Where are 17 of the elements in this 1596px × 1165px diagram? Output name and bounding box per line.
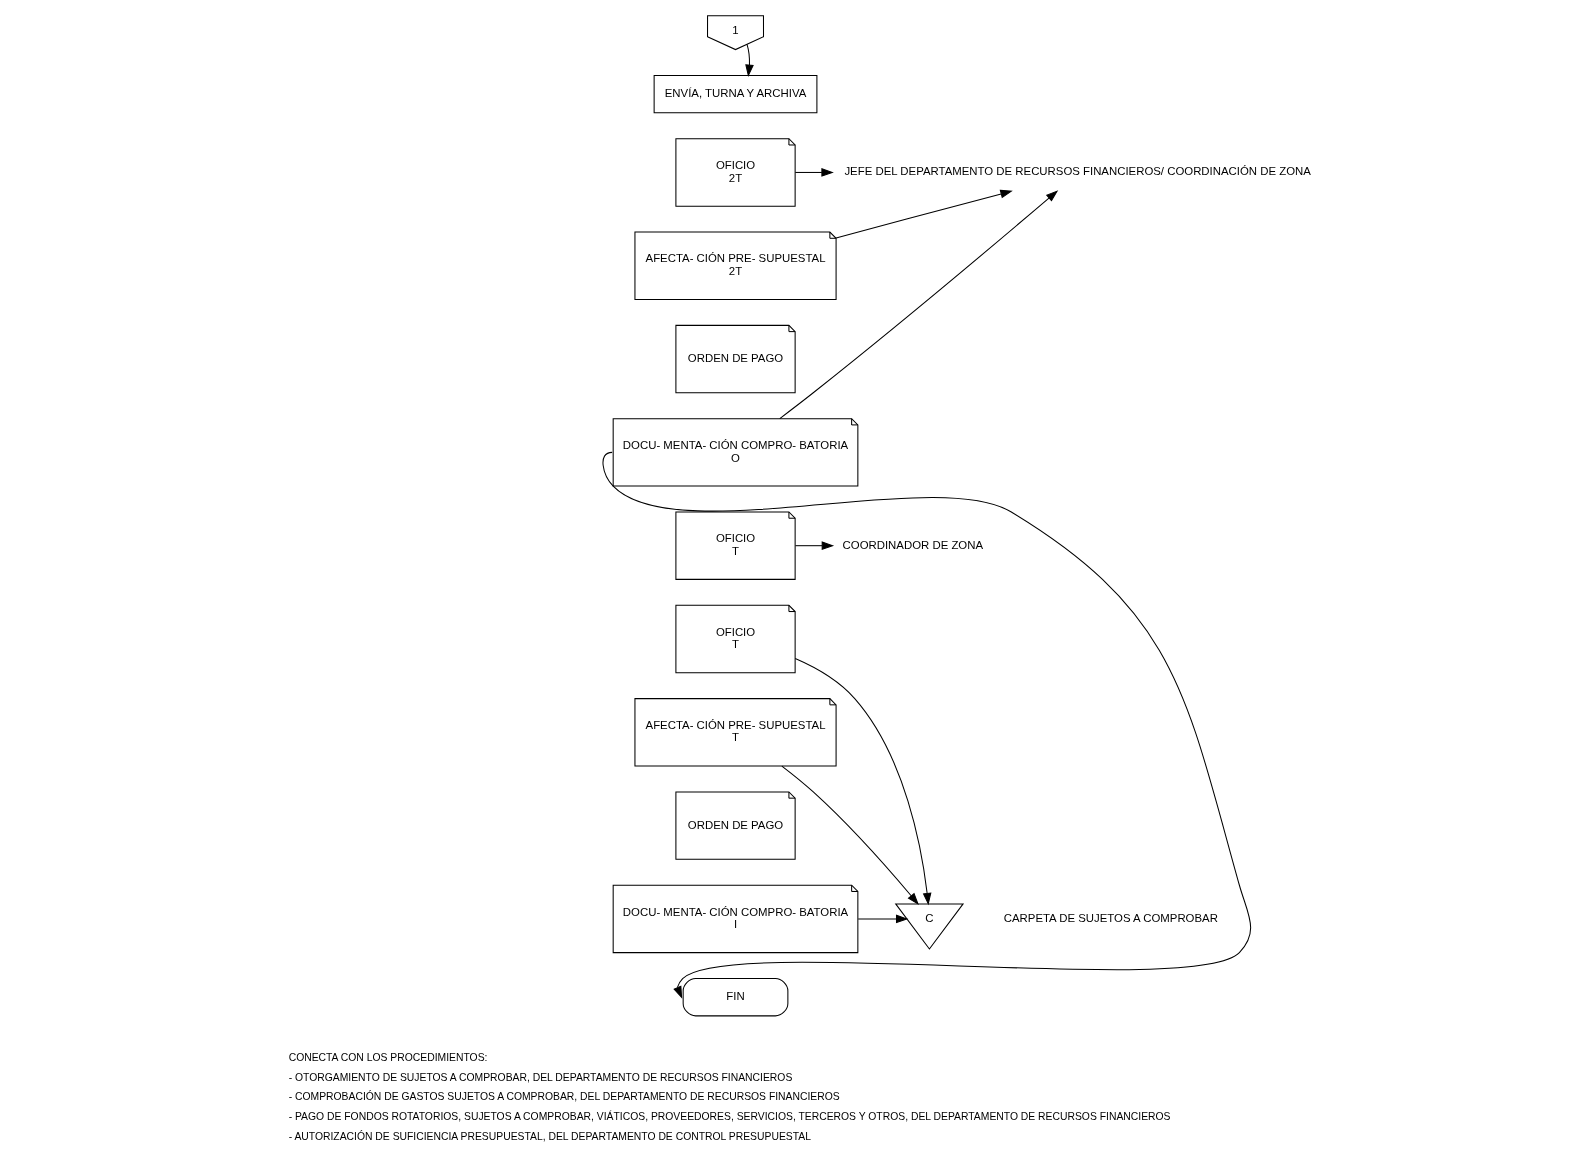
label: - PAGO DE FONDOS ROTATORIOS, SUJETOS A COMPROBAR, VIÁTICOS, PROVEEDORES, SERVICIOS, TERCEROS Y OTROS, DEL DEPARTAMENTO DE RECURSOS FINANCIEROS [288, 1111, 1171, 1123]
arrow [778, 190, 1058, 420]
node-text: JEFE DEL DEPARTAMENTO DE RECURSOS FINANCIEROS/ COORDINACIÓN DE ZONA [843, 165, 1311, 178]
arrow [835, 189, 1013, 239]
label: - COMPROBACIÓN DE GASTOS SUJETOS A COMPROBAR, DEL DEPARTAMENTO DE RECURSOS FINANCIEROS [288, 1091, 840, 1103]
node-box: ENVÍA, TURNA Y ARCHIVA [653, 75, 817, 114]
arrow [794, 541, 834, 551]
arrow [744, 43, 754, 77]
arrow [794, 168, 834, 177]
arrow [794, 658, 931, 906]
arrow [857, 914, 908, 924]
node-text: COORDINADOR DE ZONA [842, 538, 983, 551]
label: CONECTA CON LOS PROCEDIMIENTOS: [288, 1051, 487, 1063]
node-box: FIN [682, 978, 788, 1017]
node-label: CARPETA DE SUJETOS A COMPROBAR [1003, 911, 1218, 924]
label: - OTORGAMIENTO DE SUJETOS A COMPROBAR, DEL DEPARTAMENTO DE RECURSOS FINANCIEROS [288, 1071, 792, 1083]
label: - AUTORIZACIÓN DE SUFICIENCIA PRESUPUESTAL, DEL DEPARTAMENTO DE CONTROL PRESUPUESTAL [288, 1130, 811, 1142]
